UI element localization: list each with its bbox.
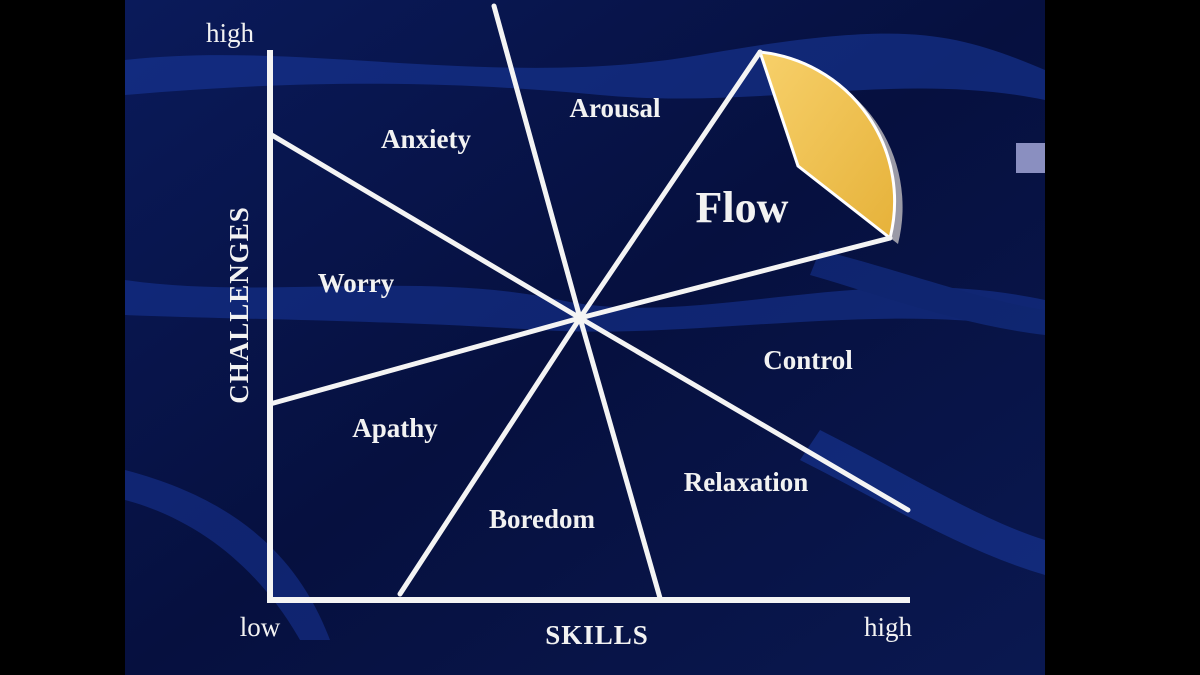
region-control-label: Control xyxy=(763,345,853,375)
region-boredom-label: Boredom xyxy=(489,504,596,534)
y-axis-title: CHALLENGES xyxy=(224,206,254,404)
region-relaxation-label: Relaxation xyxy=(684,467,809,497)
region-flow-label: Flow xyxy=(696,183,789,232)
edge-marker xyxy=(1016,143,1045,173)
x-axis-title: SKILLS xyxy=(545,620,649,650)
y-axis-high-label: high xyxy=(206,18,255,48)
region-arousal-label: Arousal xyxy=(569,93,661,123)
region-anxiety-label: Anxiety xyxy=(381,124,471,154)
x-axis-low-label: low xyxy=(240,612,281,642)
region-apathy-label: Apathy xyxy=(352,413,438,443)
x-axis-high-label: high xyxy=(864,612,913,642)
region-worry-label: Worry xyxy=(318,268,395,298)
